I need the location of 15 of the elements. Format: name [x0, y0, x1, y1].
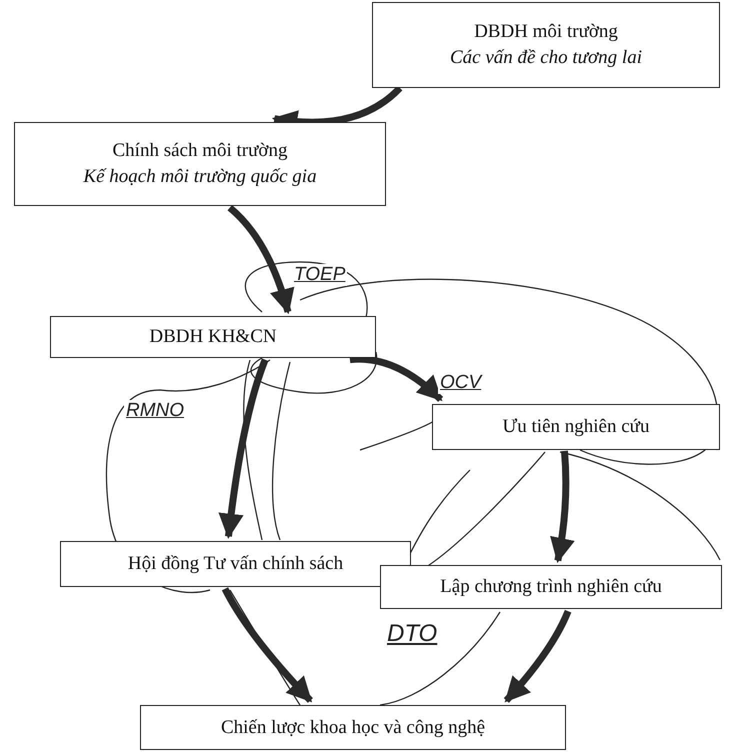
text-box: Lập chương trình nghiên cứu	[380, 565, 722, 609]
loop-label: TOEP	[292, 264, 348, 286]
arrow	[550, 450, 575, 564]
arrow	[222, 587, 313, 703]
arrow	[227, 205, 294, 314]
text-box: Chiến lược khoa học và công nghệ	[140, 705, 566, 750]
loop-label: OCV	[438, 372, 484, 394]
arrow	[350, 356, 444, 402]
text-box: DBDH KH&CN	[50, 316, 376, 358]
text-box: Hội đồng Tư vấn chính sách	[60, 541, 411, 587]
arrow	[218, 358, 268, 539]
text-box: DBDH môi trường Các vấn đề cho tương lai	[372, 2, 720, 88]
text-box: Ưu tiên nghiên cứu	[432, 404, 720, 450]
arrow	[504, 610, 572, 703]
text-box: Chính sách môi trường Kế hoạch môi trường quốc gia	[14, 122, 386, 206]
